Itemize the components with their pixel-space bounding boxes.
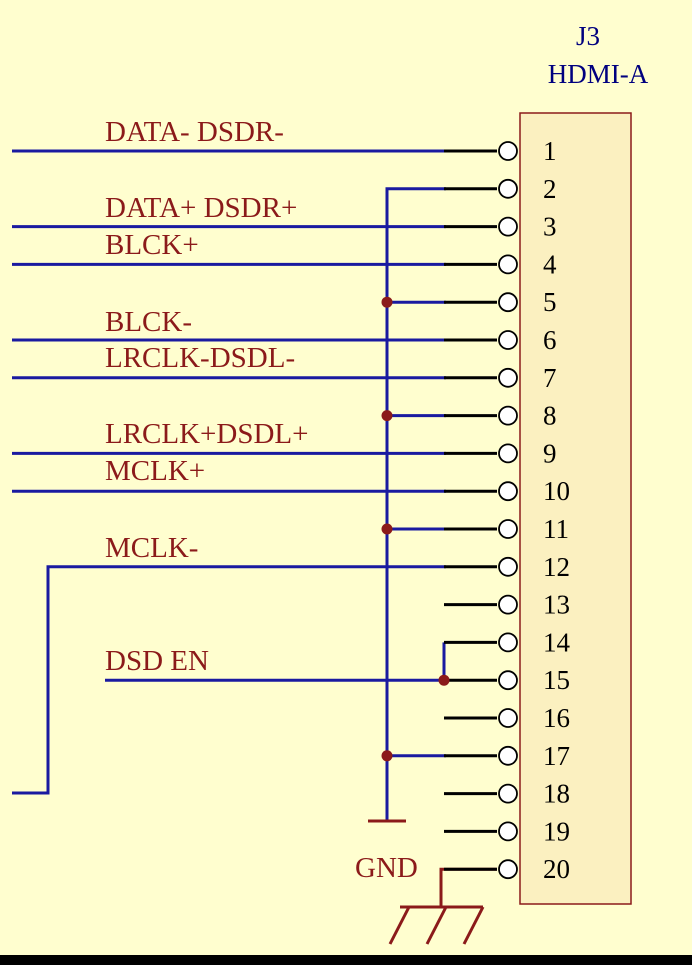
pin-19-terminal (498, 821, 518, 842)
pin-11-terminal (498, 519, 518, 539)
pin-17-terminal (498, 745, 518, 766)
pin-5-terminal (498, 292, 518, 313)
pin-19-number: 19 (543, 816, 570, 846)
pin-5-number: 5 (543, 287, 557, 317)
pin-11-number: 11 (543, 514, 569, 544)
pin-9-terminal (498, 443, 518, 464)
pin-12-number: 12 (543, 552, 570, 582)
net-label-gnd: GND (355, 852, 418, 884)
earth-hatch-1 (388, 906, 411, 945)
junction-dot-pin-11 (381, 523, 393, 535)
pin-7-terminal (498, 367, 518, 388)
junction-dot-pin-15 (438, 674, 450, 686)
junction-dots (381, 296, 450, 762)
pin-1-number: 1 (543, 136, 557, 166)
pin-18-terminal (498, 783, 518, 804)
pin-10-terminal (498, 481, 518, 502)
connector-part-name: HDMI-A (548, 59, 649, 89)
pin-7-number: 7 (543, 363, 557, 393)
pin-6-number: 6 (543, 325, 557, 355)
net-label-lrclk-minus: LRCLK-DSDL- (105, 342, 295, 374)
junction-dot-pin-5 (381, 296, 393, 308)
signal-wires (12, 149, 497, 907)
pin-16-terminal (498, 708, 518, 728)
pin-3-number: 3 (543, 212, 557, 242)
pin-10-number: 10 (543, 476, 570, 506)
pin-9-number: 9 (543, 438, 557, 468)
net-label-mclk-plus: MCLK+ (105, 455, 205, 487)
wire-gnd-bus (385, 187, 446, 821)
pin-6-terminal (498, 330, 518, 350)
pin-12-terminal (498, 556, 518, 577)
connector-designator: J3 (576, 21, 600, 51)
pin-18-number: 18 (543, 779, 570, 809)
earth-hatch-3 (462, 906, 485, 945)
pin-8-terminal (498, 405, 518, 426)
net-label-data-plus: DATA+ DSDR+ (105, 192, 297, 224)
earth-hatch-2 (425, 906, 448, 945)
pin-2-number: 2 (543, 174, 557, 204)
pin-20-terminal (498, 859, 518, 880)
connector-body (519, 112, 632, 905)
pin-15-terminal (498, 670, 518, 691)
junction-dot-pin-17 (381, 750, 393, 762)
pin-20-number: 20 (543, 854, 570, 884)
pin-4-terminal (498, 254, 518, 275)
earth-ground-symbol (388, 905, 485, 945)
pin-15-number: 15 (543, 665, 570, 695)
net-label-blck-minus: BLCK- (105, 306, 192, 338)
junction-dot-pin-8 (381, 410, 393, 422)
pin-13-number: 13 (543, 590, 570, 620)
net-label-data-minus: DATA- DSDR- (105, 116, 284, 148)
bottom-frame-strip (0, 955, 692, 960)
pin-14-number: 14 (543, 627, 571, 657)
wire-mclk-minus (12, 565, 446, 795)
pin-17-number: 17 (543, 741, 570, 771)
pin-3-terminal (498, 216, 518, 237)
pin-2-terminal (498, 178, 518, 199)
pin-13-terminal (498, 594, 518, 615)
net-label-lrclk-plus: LRCLK+DSDL+ (105, 418, 309, 450)
pin-4-number: 4 (543, 249, 557, 279)
net-label-mclk-minus: MCLK- (105, 532, 198, 564)
pin-8-number: 8 (543, 401, 557, 431)
pin-16-number: 16 (543, 703, 570, 733)
net-label-dsd-en: DSD EN (105, 645, 209, 677)
net-label-blck-plus: BLCK+ (105, 229, 199, 261)
pin-14-terminal (498, 632, 518, 653)
pin-1-terminal (498, 141, 518, 161)
